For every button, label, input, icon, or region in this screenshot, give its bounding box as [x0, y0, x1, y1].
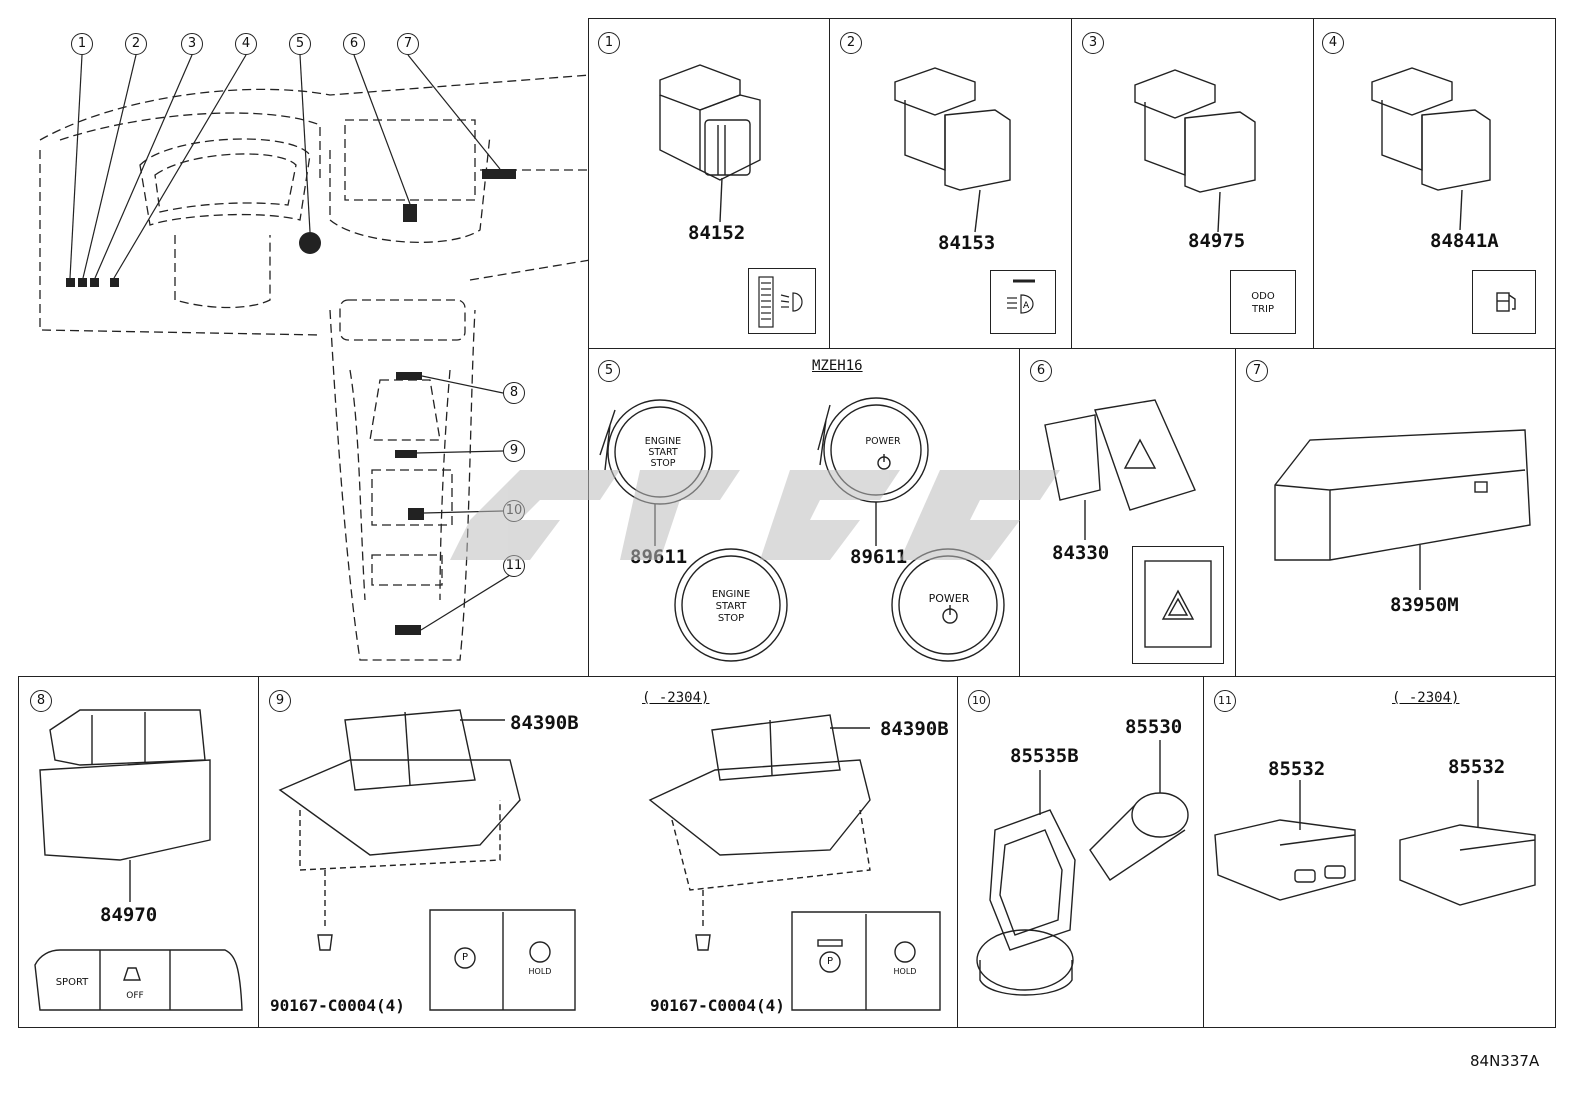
panel-11-number: 11	[1214, 690, 1236, 712]
panel-5-number: 5	[598, 360, 620, 382]
panel-1-number: 1	[598, 32, 620, 54]
panel-10	[957, 676, 1205, 1028]
power-label-b: POWER	[928, 592, 970, 605]
trip-label: TRIP	[1251, 304, 1275, 315]
odo-label: ODO	[1251, 291, 1275, 302]
bolt-90167-b: 90167-C0004(4)	[650, 996, 785, 1015]
part-85532-b: 85532	[1448, 756, 1506, 778]
parking-p-a: P	[461, 952, 469, 963]
callout-8: 8	[503, 382, 525, 404]
panel-7-number: 7	[1246, 360, 1268, 382]
model-code: MZEH16	[812, 358, 863, 374]
part-83950M: 83950M	[1390, 594, 1459, 616]
engine-label-a: ENGINE	[644, 436, 682, 447]
engine-label-b: ENGINE	[711, 589, 751, 600]
hold-label-a: HOLD	[528, 967, 552, 976]
callout-4: 4	[235, 33, 257, 55]
sport-label: SPORT	[55, 977, 89, 988]
diagram-code: 84N337A	[1470, 1052, 1540, 1070]
callout-2: 2	[125, 33, 147, 55]
hazard-icon	[1132, 546, 1224, 664]
start-label-b: START	[715, 601, 747, 612]
part-84975: 84975	[1188, 230, 1246, 252]
panel-11	[1203, 676, 1556, 1028]
fuel-door-icon	[1472, 270, 1536, 334]
odo-trip-icon: ODO TRIP	[1230, 270, 1296, 334]
callout-3: 3	[181, 33, 203, 55]
panel-2-number: 2	[840, 32, 862, 54]
date-note-9: ( -2304)	[642, 690, 710, 706]
panel-3-number: 3	[1082, 32, 1104, 54]
svg-text:A: A	[1023, 301, 1030, 311]
part-84153: 84153	[938, 232, 996, 254]
panel-10-number: 10	[968, 690, 990, 712]
callout-9: 9	[503, 440, 525, 462]
part-84390B-a: 84390B	[510, 712, 579, 734]
power-label-a: POWER	[865, 436, 901, 447]
part-84330: 84330	[1052, 542, 1110, 564]
part-84152: 84152	[688, 222, 746, 244]
date-note-11: ( -2304)	[1392, 690, 1460, 706]
headlight-level-icon	[748, 268, 816, 334]
part-84390B-b: 84390B	[880, 718, 949, 740]
auto-headlight-icon: A	[990, 270, 1056, 334]
panel-8	[18, 676, 260, 1028]
part-85535B: 85535B	[1010, 745, 1079, 767]
part-85530: 85530	[1125, 716, 1183, 738]
panel-4-number: 4	[1322, 32, 1344, 54]
panel-6-number: 6	[1030, 360, 1052, 382]
callout-6: 6	[343, 33, 365, 55]
part-84970: 84970	[100, 904, 158, 926]
part-85532-a: 85532	[1268, 758, 1326, 780]
callout-5: 5	[289, 33, 311, 55]
bolt-90167-a: 90167-C0004(4)	[270, 996, 405, 1015]
panel-8-number: 8	[30, 690, 52, 712]
parking-p-b: P	[826, 956, 834, 967]
stop-label-a: STOP	[650, 458, 676, 469]
callout-11: 11	[503, 555, 525, 577]
panel-9-number: 9	[269, 690, 291, 712]
hold-label-b: HOLD	[893, 967, 917, 976]
stop-label-b: STOP	[717, 613, 745, 624]
start-label-a: START	[648, 447, 678, 458]
callout-7: 7	[397, 33, 419, 55]
part-84841A: 84841A	[1430, 230, 1499, 252]
callout-1: 1	[71, 33, 93, 55]
off-label: OFF	[126, 991, 144, 1001]
panel-7	[1235, 348, 1556, 678]
